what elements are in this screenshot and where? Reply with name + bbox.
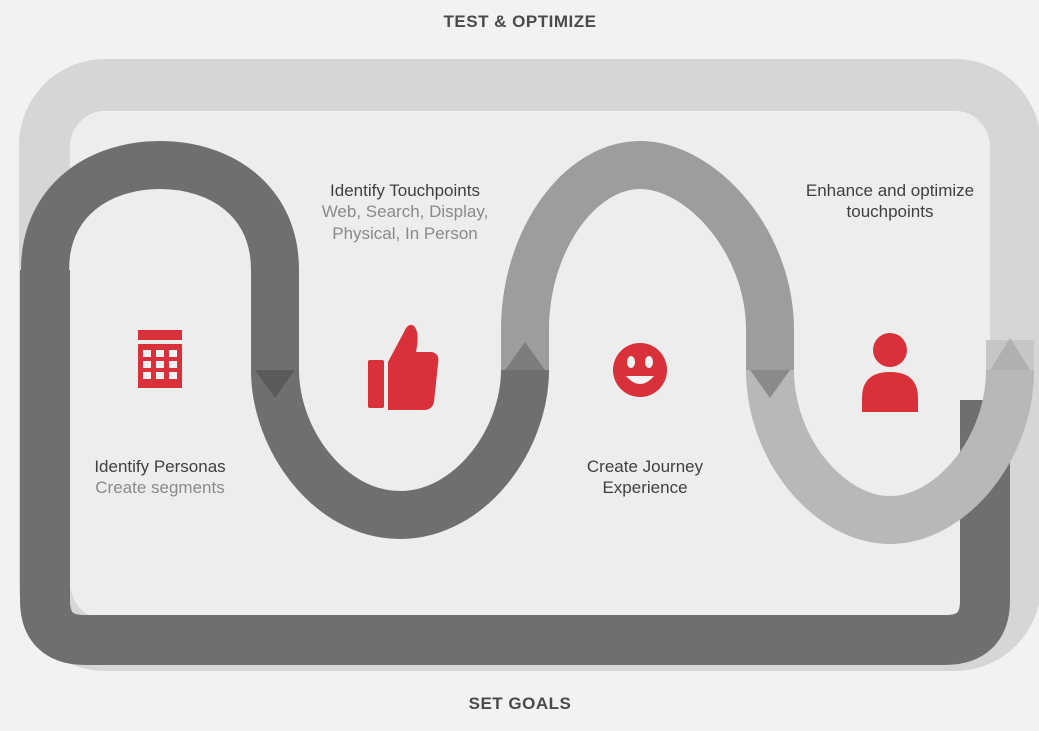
step-title-line: Create Journey [586, 457, 704, 476]
calendar-icon [138, 330, 182, 388]
test-optimize-title: TEST & OPTIMIZE [443, 12, 597, 31]
step-label-enhance: Enhance and optimize touchpoints [785, 180, 995, 223]
step-title: Identify Personas [94, 457, 226, 476]
step-label-touchpoints: Identify Touchpoints Web, Search, Displa… [295, 180, 515, 244]
arrow-head-1 [255, 370, 295, 398]
step-subtitle-line: Web, Search, Display, [321, 202, 489, 222]
bottom-loop-band [20, 270, 1010, 665]
step-subtitle-line: Physical, In Person [332, 223, 478, 243]
step-label-journey: Create Journey Experience [545, 456, 745, 499]
person-icon [862, 333, 918, 412]
smiley-icon [613, 343, 667, 397]
wave-band-light [746, 369, 1034, 545]
step-subtitle: Create segments [95, 478, 225, 498]
step-title-line: Experience [602, 478, 688, 498]
arrow-head-4 [990, 338, 1030, 370]
step-title: Identify Touchpoints [330, 181, 480, 200]
step-title-line: Enhance and optimize [805, 181, 975, 200]
step-title-line: touchpoints [846, 202, 934, 222]
step-label-personas: Identify Personas Create segments [60, 456, 260, 499]
wave-band-mid [501, 140, 794, 370]
arrow-head-2 [505, 342, 545, 370]
set-goals-title: SET GOALS [468, 694, 572, 713]
thumbs-up-icon [368, 324, 439, 410]
arrow-head-3 [750, 370, 790, 398]
